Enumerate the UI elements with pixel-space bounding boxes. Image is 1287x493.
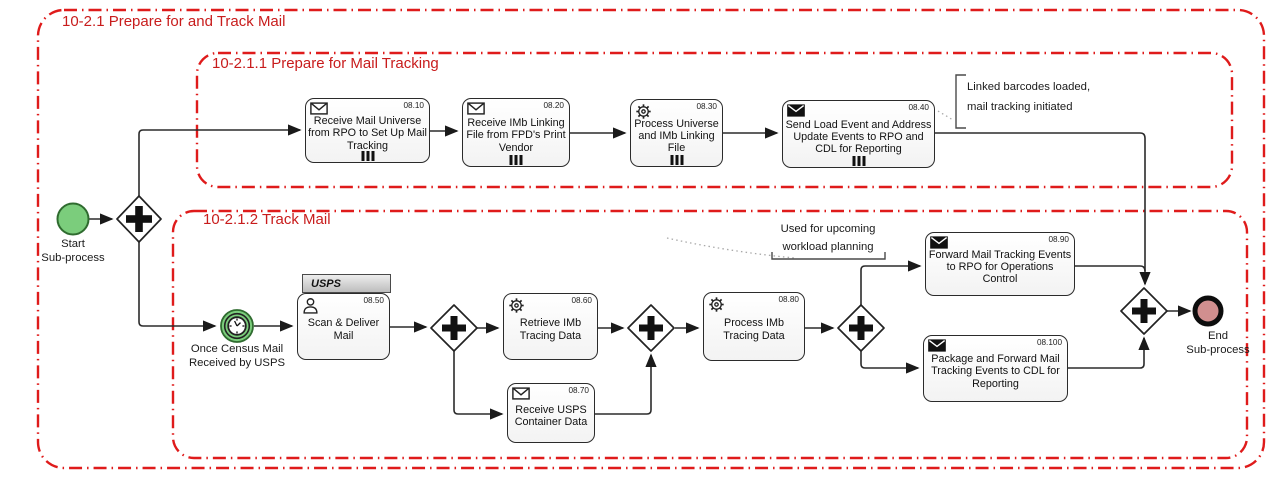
timer-event[interactable] [220,309,254,343]
multi-instance-marker [361,151,374,161]
association-0840-annotation [937,110,954,121]
flow-08100-to-gateway5 [1068,336,1150,369]
service-gear-icon [508,297,525,319]
task-process-universe[interactable]: 08.30 Process Universe and IMb Linking F… [630,99,723,167]
task-package-forward-cdl[interactable]: 08.100 Package and Forward Mail Tracking… [923,335,1068,402]
task-label: Process IMb Tracing Data [723,317,785,342]
group-title-main: 10-2.1 Prepare for and Track Mail [62,13,286,30]
user-icon [302,297,319,319]
annotation-linked-barcodes: Linked barcodes loaded, mail tracking in… [967,81,1091,113]
task-label: Package and Forward Mail Tracking Events… [931,353,1060,390]
task-code: 08.80 [778,295,800,304]
task-label: Process Universe and IMb Linking File [634,117,719,155]
task-label: Retrieve IMb Tracing Data [519,317,582,342]
task-code: 08.90 [1048,235,1070,244]
annotation-bracket-left [955,74,966,129]
multi-instance-marker [852,156,865,166]
task-label: Send Load Event and Address Update Event… [785,118,932,156]
flow-0890-to-gateway5 [1075,265,1146,272]
group-prepare-and-track-boundary [36,8,1266,470]
message-receive-icon [310,102,328,120]
message-send-icon [928,339,946,357]
task-label: Receive Mail Universe from RPO to Set Up… [308,115,427,152]
flow-0840-to-gateway5 [935,132,1151,286]
flow-gateway1-to-0810 [138,124,302,197]
task-label: Scan & Deliver Mail [307,317,380,342]
parallel-gateway-merge-final[interactable] [1120,287,1168,335]
start-event-label: Start Sub-process [41,238,105,264]
task-code: 08.20 [543,101,565,110]
message-receive-icon [467,102,485,120]
group-title-track: 10-2.1.2 Track Mail [203,211,331,228]
service-gear-icon [708,296,725,318]
parallel-gateway-split-main[interactable] [116,195,162,243]
message-send-icon [930,236,948,254]
parallel-gateway-merge-tracing[interactable] [627,304,675,352]
timer-event-label: Once Census Mail Received by USPS [188,343,286,369]
flow-gateway1-to-timer [138,241,217,332]
task-code: 08.40 [908,103,930,112]
multi-instance-marker [670,155,683,165]
start-event[interactable] [56,202,90,236]
parallel-gateway-split-tracing[interactable] [430,304,478,352]
task-scan-deliver-mail[interactable]: 08.50 Scan & Deliver Mail [297,293,390,360]
end-event[interactable] [1192,295,1224,327]
group-title-prepare: 10-2.1.1 Prepare for Mail Tracking [212,55,439,72]
lane-header-label: USPS [311,277,341,290]
task-label: Receive IMb Linking File from FPD's Prin… [466,117,566,154]
flow-0870-to-gateway3 [595,353,657,415]
annotation-bracket-bottom [771,252,886,260]
flow-gateway4-to-08100 [860,351,920,374]
task-retrieve-imb-tracing[interactable]: 08.60 Retrieve IMb Tracing Data [503,293,598,360]
task-code: 08.10 [403,101,425,110]
group-track-mail-boundary [171,209,1249,460]
service-gear-icon [635,103,652,125]
flow-gateway4-to-0890 [860,260,922,307]
task-receive-mail-universe[interactable]: 08.10 Receive Mail Universe from RPO to … [305,98,430,163]
group-prepare-mail-tracking-boundary [195,51,1234,189]
task-receive-usps-container[interactable]: 08.70 Receive USPS Container Data [507,383,595,443]
annotation-workload-planning: Used for upcoming workload planning [780,223,876,253]
task-code: 08.60 [571,296,593,305]
multi-instance-marker [509,155,523,165]
task-code: 08.100 [1036,338,1062,347]
task-code: 08.30 [696,102,718,111]
lane-header-usps: USPS [302,274,391,293]
task-receive-imb-linking-file[interactable]: 08.20 Receive IMb Linking File from FPD'… [462,98,570,167]
parallel-gateway-split-forward[interactable] [837,304,885,352]
task-code: 08.50 [363,296,385,305]
task-label: Receive USPS Container Data [514,403,588,428]
task-send-load-event[interactable]: 08.40 Send Load Event and Address Update… [782,100,935,168]
association-annotation-workload [666,237,796,259]
task-code: 08.70 [568,386,590,395]
end-event-label: End Sub-process [1186,330,1250,356]
task-label: Forward Mail Tracking Events to RPO for … [928,248,1072,286]
message-send-icon [787,104,805,122]
message-receive-icon [512,387,530,405]
flow-gateway2-to-0870 [453,351,504,420]
gateways [116,195,1168,352]
task-process-imb-tracing[interactable]: 08.80 Process IMb Tracing Data [703,292,805,361]
task-forward-mail-tracking-rpo[interactable]: 08.90 Forward Mail Tracking Events to RP… [925,232,1075,296]
